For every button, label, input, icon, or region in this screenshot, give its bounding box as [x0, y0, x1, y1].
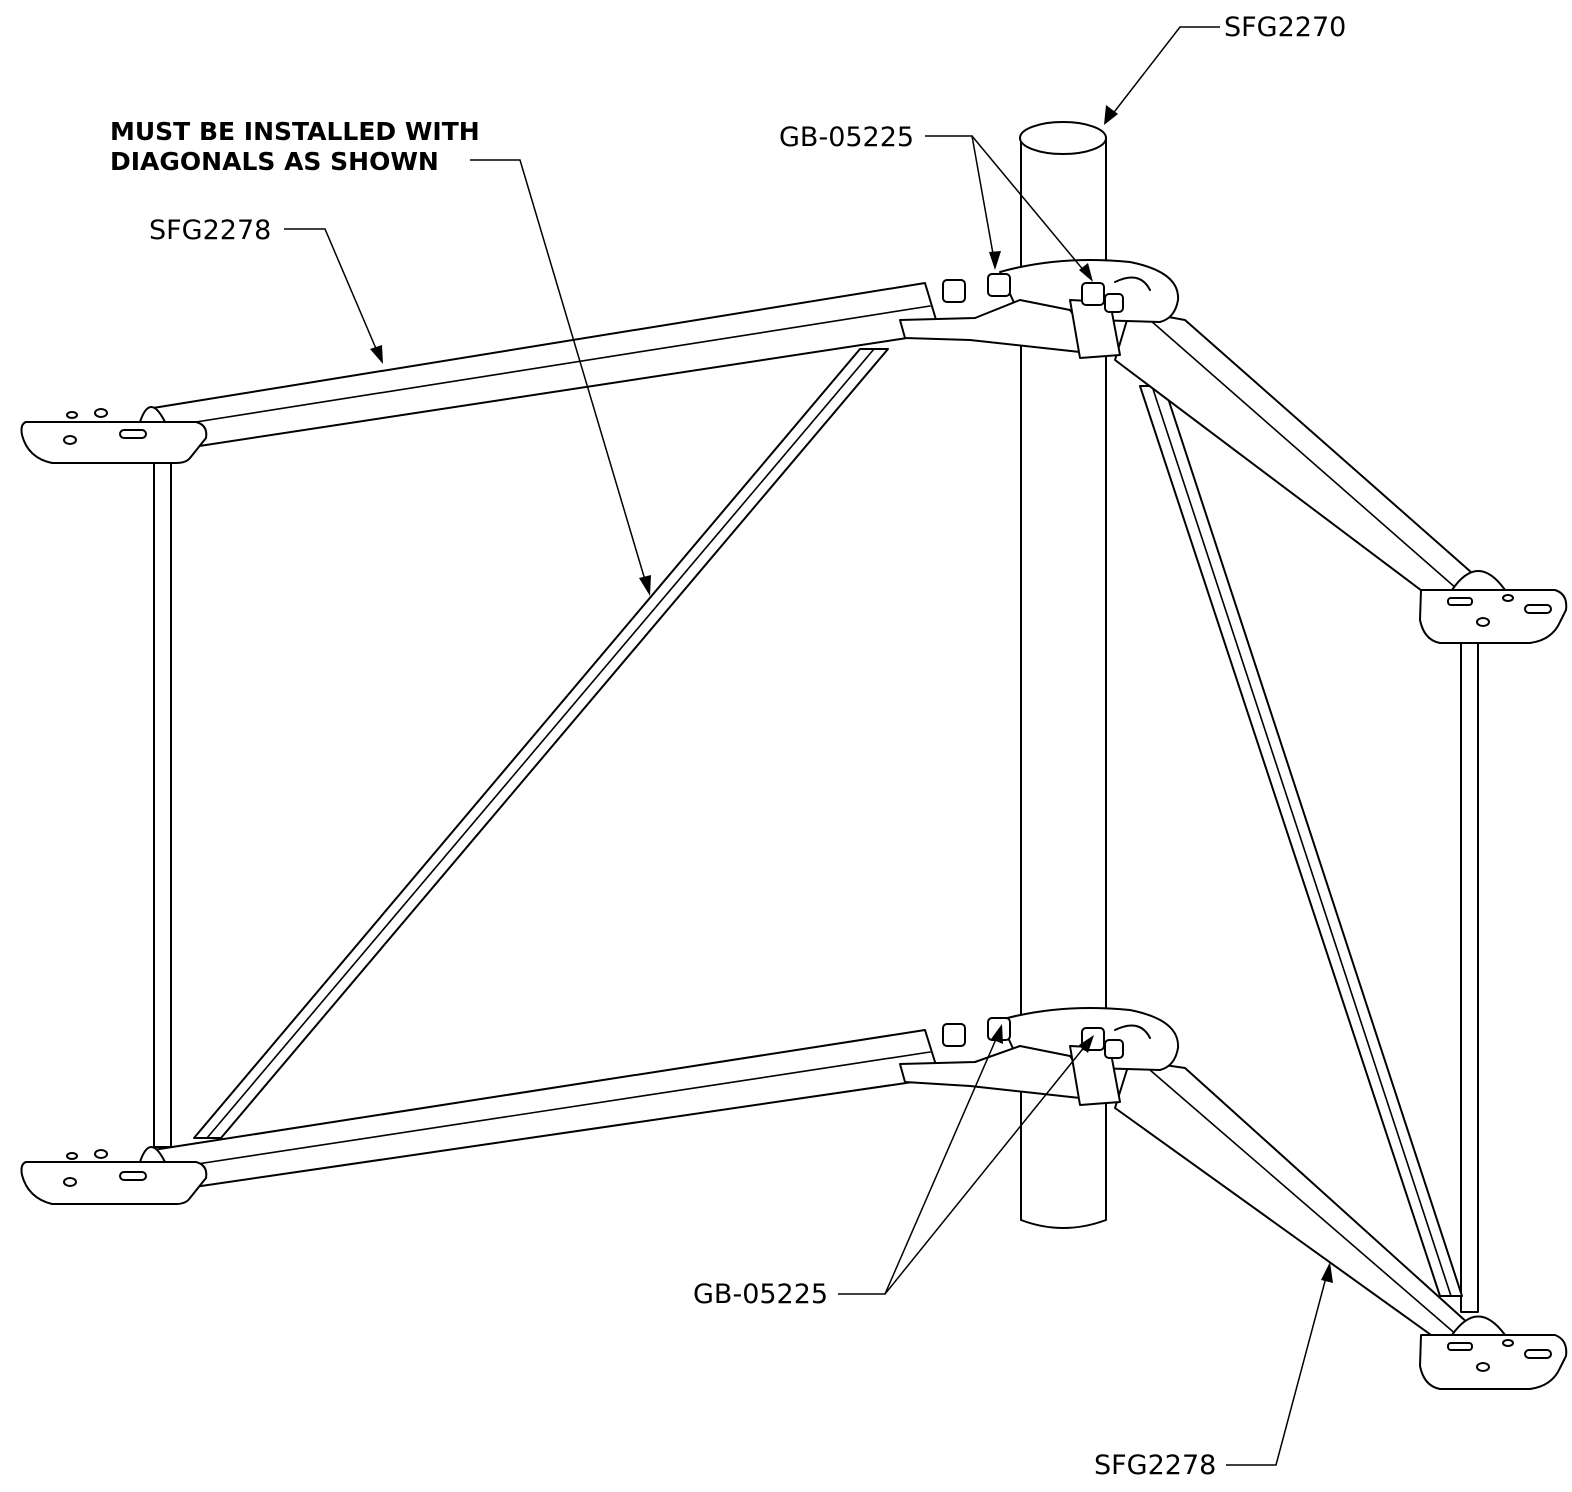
- bottom-left-foot-plate: [20, 1146, 208, 1205]
- note-line-2: DIAGONALS AS SHOWN: [110, 147, 439, 176]
- callout-sfg2278-bottom: SFG2278: [1094, 1262, 1333, 1481]
- right-vertical-rod: [1460, 639, 1479, 1313]
- top-left-foot-plate: [20, 406, 208, 464]
- mast-pipe: [1019, 121, 1107, 1229]
- note-line-1: MUST BE INSTALLED WITH: [110, 117, 480, 146]
- callout-gb05225-bottom: GB-05225: [693, 1024, 1094, 1310]
- callout-sfg2278-bottom-text: SFG2278: [1094, 1450, 1216, 1481]
- top-bolts: [942, 273, 1124, 313]
- callout-gb05225-top-text: GB-05225: [779, 122, 914, 153]
- callout-gb05225-top: GB-05225: [779, 122, 1093, 282]
- callout-sfg2278-top: SFG2278: [149, 215, 383, 364]
- left-vertical-rod: [153, 451, 172, 1148]
- bottom-right-foot-plate: [1419, 1315, 1568, 1390]
- bottom-bolts: [942, 1017, 1124, 1059]
- top-collar-bracket: [899, 259, 1180, 359]
- installation-note: MUST BE INSTALLED WITH DIAGONALS AS SHOW…: [110, 117, 651, 596]
- callout-sfg2270-text: SFG2270: [1224, 12, 1346, 43]
- callout-gb05225-bottom-text: GB-05225: [693, 1279, 828, 1310]
- callout-sfg2270: SFG2270: [1104, 12, 1346, 125]
- top-right-foot-plate: [1419, 570, 1568, 644]
- left-diagonal-brace: [193, 348, 889, 1139]
- callout-sfg2278-top-text: SFG2278: [149, 215, 271, 246]
